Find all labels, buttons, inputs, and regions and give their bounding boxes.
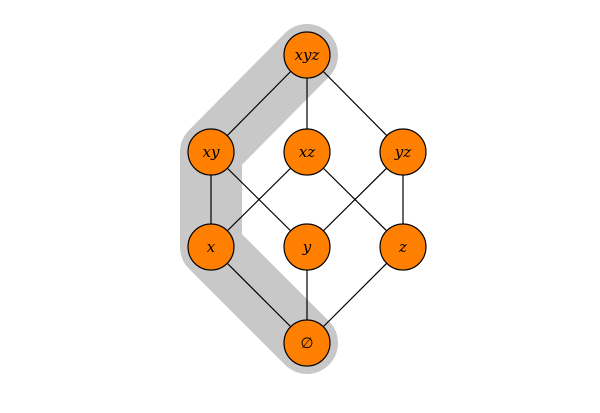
node-xy: xy — [187, 128, 235, 176]
node-circle-y — [283, 223, 331, 271]
node-x: x — [187, 223, 235, 271]
node-empty: ∅ — [283, 319, 331, 367]
node-circle-xz — [283, 128, 331, 176]
node-label-xy: xy — [203, 143, 220, 161]
node-circle-z — [379, 223, 427, 271]
node-circle-x — [187, 223, 235, 271]
node-circle-empty — [283, 319, 331, 367]
node-xz: xz — [283, 128, 331, 176]
node-xyz: xyz — [283, 31, 331, 79]
node-yz: yz — [379, 128, 427, 176]
node-y: y — [283, 223, 331, 271]
node-label-yz: yz — [394, 143, 411, 161]
node-label-y: y — [302, 238, 312, 256]
node-label-xz: xz — [299, 143, 315, 161]
node-circle-yz — [379, 128, 427, 176]
node-label-x: x — [207, 238, 216, 256]
node-label-z: z — [398, 238, 407, 256]
node-label-empty: ∅ — [300, 334, 313, 352]
node-circle-xy — [187, 128, 235, 176]
node-label-xyz: xyz — [295, 46, 320, 64]
node-z: z — [379, 223, 427, 271]
node-circle-xyz — [283, 31, 331, 79]
